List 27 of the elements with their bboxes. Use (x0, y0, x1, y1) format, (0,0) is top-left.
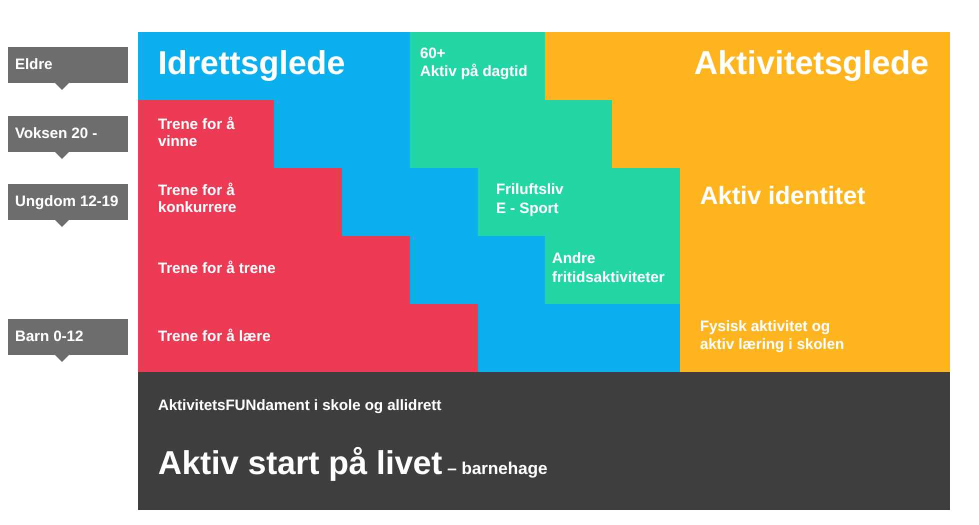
age-tag (8, 319, 128, 362)
age-label: Eldre (15, 56, 53, 74)
stage-label: Trene for å lære (158, 328, 271, 345)
foundation-band (138, 372, 950, 510)
age-group-label: 60+ (420, 45, 446, 63)
age-tag (8, 184, 128, 227)
age-tag (8, 116, 128, 159)
subheading: Aktiv identitet (700, 181, 866, 211)
activity-label: Fysisk aktivitet og aktiv læring i skolen (700, 318, 846, 354)
activity-label: Friluftsliv (496, 181, 564, 199)
age-label: Ungdom 12-19 (15, 193, 118, 211)
age-label: Barn 0-12 (15, 328, 84, 346)
band-title: Aktiv start på livet (158, 444, 442, 481)
age-label: Voksen 20 - (15, 125, 98, 143)
stage-label: Trene for å trene (158, 260, 276, 277)
activity-label: Andre fritidsaktiviteter (552, 249, 666, 287)
activity-label: E - Sport (496, 200, 558, 218)
stepped-area (410, 32, 680, 304)
stepped-area (138, 100, 478, 372)
title-suffix: – barnehage (447, 459, 548, 478)
region-heading: Idrettsglede (158, 43, 346, 83)
age-tag (8, 47, 128, 90)
region-heading: Aktivitetsglede (694, 43, 929, 83)
activity-label: Aktiv på dagtid (420, 63, 528, 81)
stage-label: Trene for å vinne (158, 116, 236, 150)
stage-label: Trene for å konkurrere (158, 182, 238, 216)
band-subtitle: AktivitetsFUNdament i skole og allidrett (158, 397, 442, 415)
